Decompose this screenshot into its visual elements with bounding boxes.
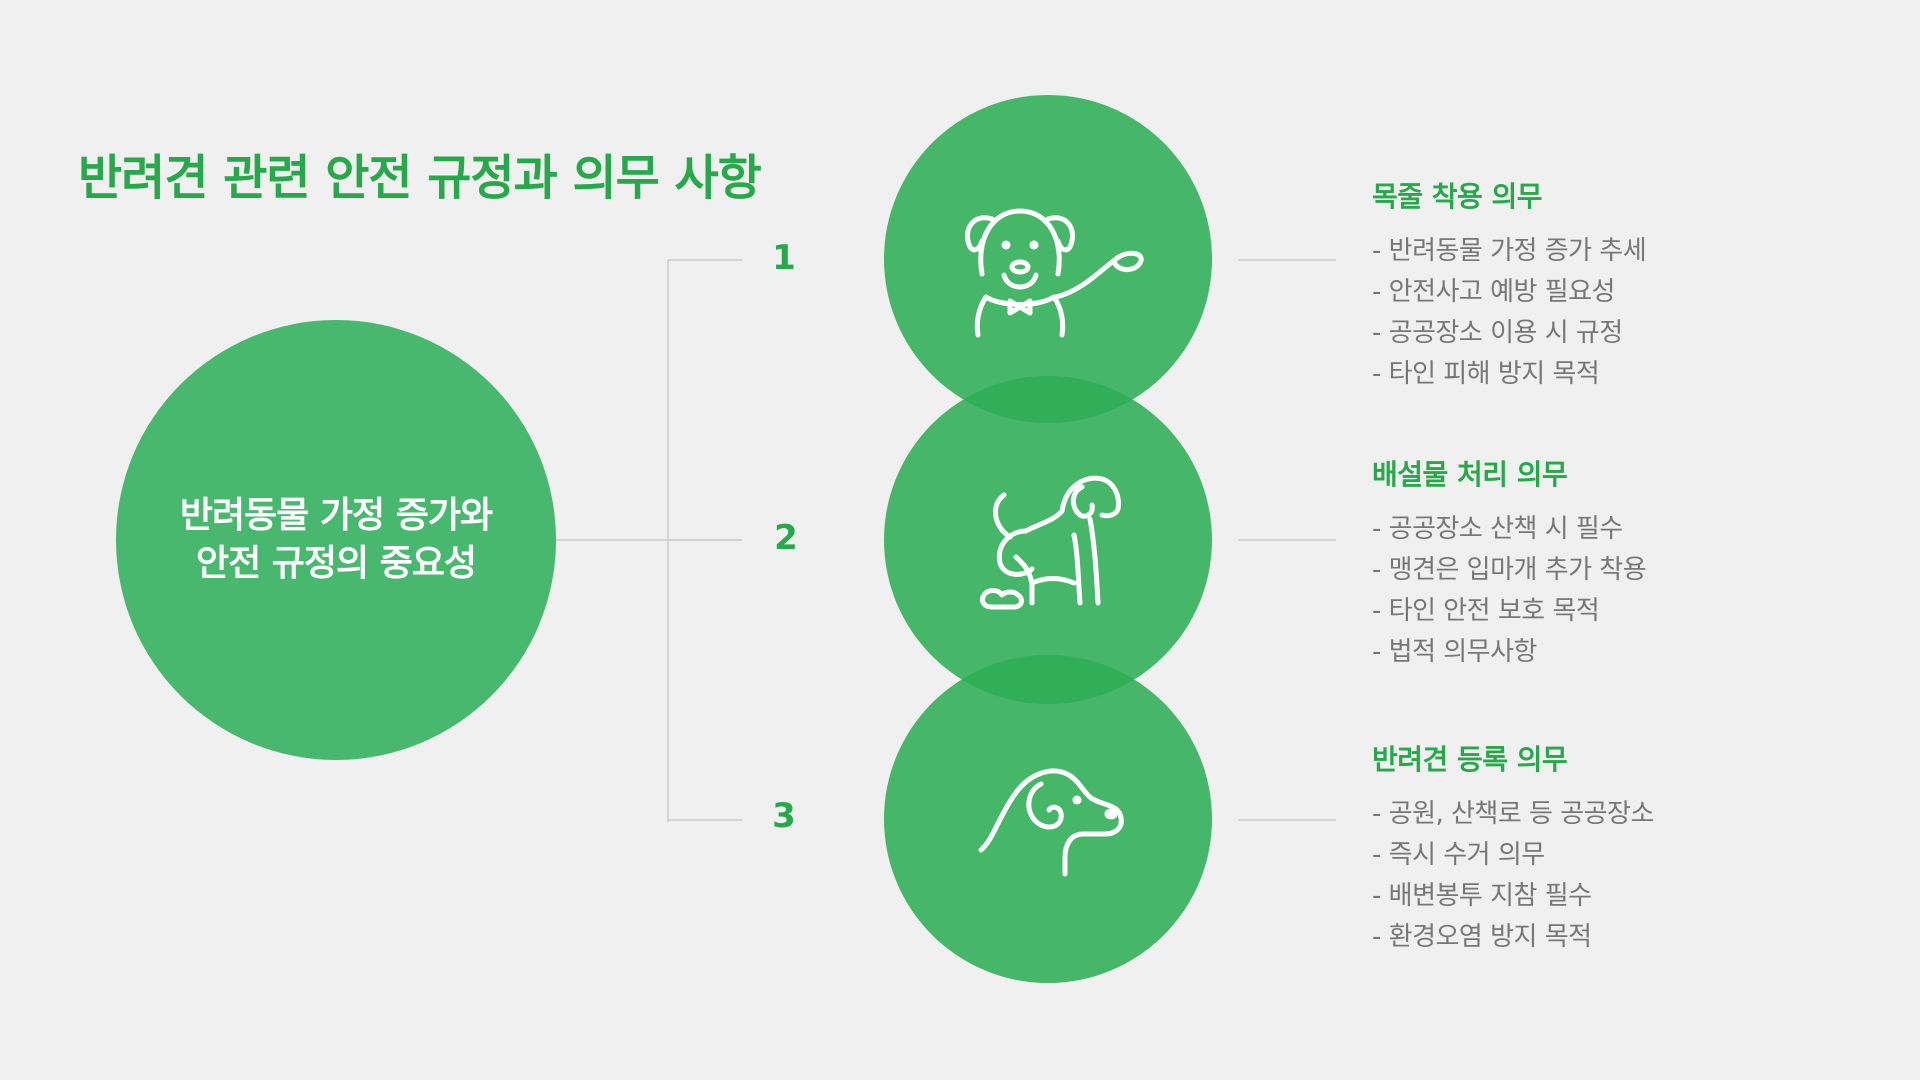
step-circle-2 — [884, 376, 1212, 704]
list-item: - 법적 의무사항 — [1372, 637, 1537, 667]
list-item: - 공공장소 산책 시 필수 — [1372, 514, 1623, 544]
step-items-2: - 공공장소 산책 시 필수 - 맹견은 입마개 추가 착용 - 타인 안전 보… — [1372, 509, 1647, 673]
center-topic-text: 반려동물 가정 증가와 안전 규정의 중요성 — [179, 495, 493, 584]
step-number-1: 1 — [772, 238, 796, 278]
step-detail-3: 반려견 등록 의무 - 공원, 산책로 등 공공장소 - 즉시 수거 의무 - … — [1372, 738, 1654, 958]
dog-with-leash-icon — [965, 208, 1144, 338]
step-icon-wrap-1 — [884, 95, 1212, 423]
dog-head-icon — [978, 768, 1124, 877]
list-item: - 타인 피해 방지 목적 — [1372, 359, 1600, 389]
step-detail-1: 목줄 착용 의무 - 반려동물 가정 증가 추세 - 안전사고 예방 필요성 -… — [1372, 175, 1647, 395]
list-item: - 반려동물 가정 증가 추세 — [1372, 236, 1647, 266]
step-number-3: 3 — [772, 796, 796, 836]
list-item: - 맹견은 입마개 추가 착용 — [1372, 555, 1647, 585]
step-heading-2: 배설물 처리 의무 — [1372, 458, 1568, 491]
list-item: - 환경오염 방지 목적 — [1372, 922, 1592, 952]
step-number-2: 2 — [774, 518, 798, 558]
step-icon-wrap-2 — [884, 376, 1212, 704]
list-item: - 타인 안전 보호 목적 — [1372, 596, 1600, 626]
step-circle-3 — [884, 655, 1212, 983]
step-heading-3: 반려견 등록 의무 — [1372, 743, 1568, 776]
list-item: - 공원, 산책로 등 공공장소 — [1372, 799, 1654, 829]
page-title: 반려견 관련 안전 규정과 의무 사항 — [78, 150, 762, 206]
step-heading-1: 목줄 착용 의무 — [1372, 180, 1543, 213]
center-topic-circle: 반려동물 가정 증가와 안전 규정의 중요성 — [116, 320, 556, 760]
list-item: - 배변봉투 지참 필수 — [1372, 881, 1592, 911]
list-item: - 공공장소 이용 시 규정 — [1372, 318, 1623, 348]
step-circle-1 — [884, 95, 1212, 423]
list-item: - 안전사고 예방 필요성 — [1372, 277, 1615, 307]
step-detail-2: 배설물 처리 의무 - 공공장소 산책 시 필수 - 맹견은 입마개 추가 착용… — [1372, 453, 1647, 673]
dog-pooping-icon — [979, 475, 1121, 610]
step-items-3: - 공원, 산책로 등 공공장소 - 즉시 수거 의무 - 배변봉투 지참 필수… — [1372, 794, 1654, 958]
step-items-1: - 반려동물 가정 증가 추세 - 안전사고 예방 필요성 - 공공장소 이용 … — [1372, 231, 1647, 395]
list-item: - 즉시 수거 의무 — [1372, 840, 1545, 870]
step-icon-wrap-3 — [884, 655, 1212, 983]
